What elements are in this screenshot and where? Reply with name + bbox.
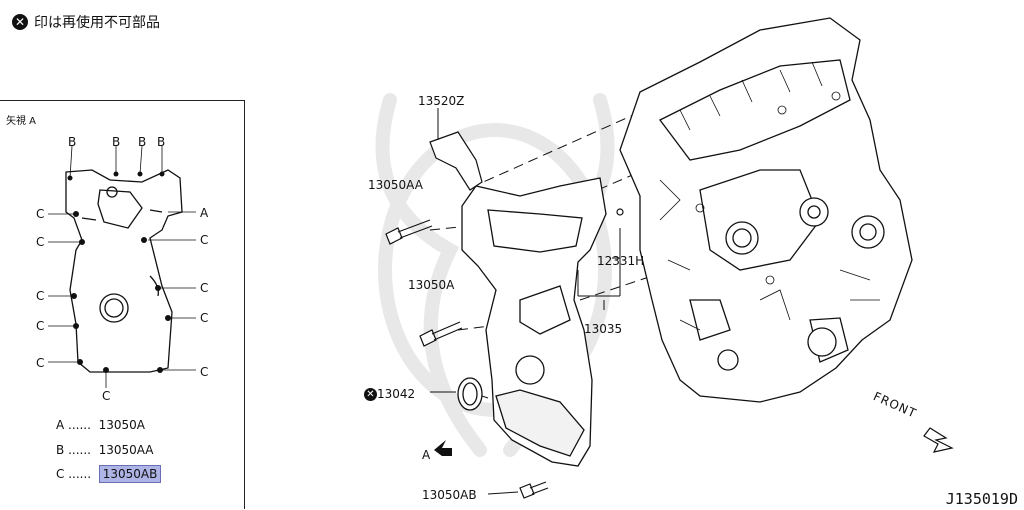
highlighted-part-13050ab[interactable]: 13050AB xyxy=(98,465,162,483)
non-reusable-mark-icon: ✕ xyxy=(364,388,377,401)
inset-letter-c: C xyxy=(36,356,45,370)
inset-letter-c: C xyxy=(36,289,45,303)
inset-letter-b: B xyxy=(157,135,166,149)
callout-13520z: 13520Z xyxy=(418,94,465,108)
inset-frame xyxy=(0,100,245,509)
legend-text: 印は再使用不可部品 xyxy=(34,15,160,31)
key-row-a: A ...... 13050A xyxy=(56,418,145,432)
diagram-code: J135019D xyxy=(945,490,1018,508)
inset-title: 矢視 A xyxy=(6,116,37,127)
key-row-b: B ...... 13050AA xyxy=(56,443,154,457)
inset-letter-c: C xyxy=(200,311,209,325)
callout-12331h: 12331H xyxy=(597,254,645,268)
callout-13050ab: 13050AB xyxy=(422,488,477,502)
inset-letter-a: A xyxy=(200,206,209,220)
callout-13050a: 13050A xyxy=(408,278,455,292)
inset-letter-c: C xyxy=(102,389,111,403)
callout-13050aa: 13050AA xyxy=(368,178,423,192)
inset-cover-drawing xyxy=(48,145,196,388)
view-a-label: A xyxy=(422,448,431,462)
inset-letter-b: B xyxy=(112,135,121,149)
inset-letter-c: C xyxy=(36,319,45,333)
callout-13035: 13035 xyxy=(584,322,623,336)
non-reusable-mark-icon: ✕ xyxy=(12,14,28,30)
inset-letter-c: C xyxy=(200,365,209,379)
inset-letter-c: C xyxy=(200,233,209,247)
inset-letter-c: C xyxy=(200,281,209,295)
inset-letter-c: C xyxy=(36,235,45,249)
inset-letter-b: B xyxy=(68,135,77,149)
key-row-c: C ...... 13050AB xyxy=(56,465,162,483)
inset-letter-b: B xyxy=(138,135,147,149)
inset-letter-c: C xyxy=(36,207,45,221)
callout-13042: ✕13042 xyxy=(364,387,415,401)
legend-header: ✕ 印は再使用不可部品 xyxy=(12,12,160,32)
